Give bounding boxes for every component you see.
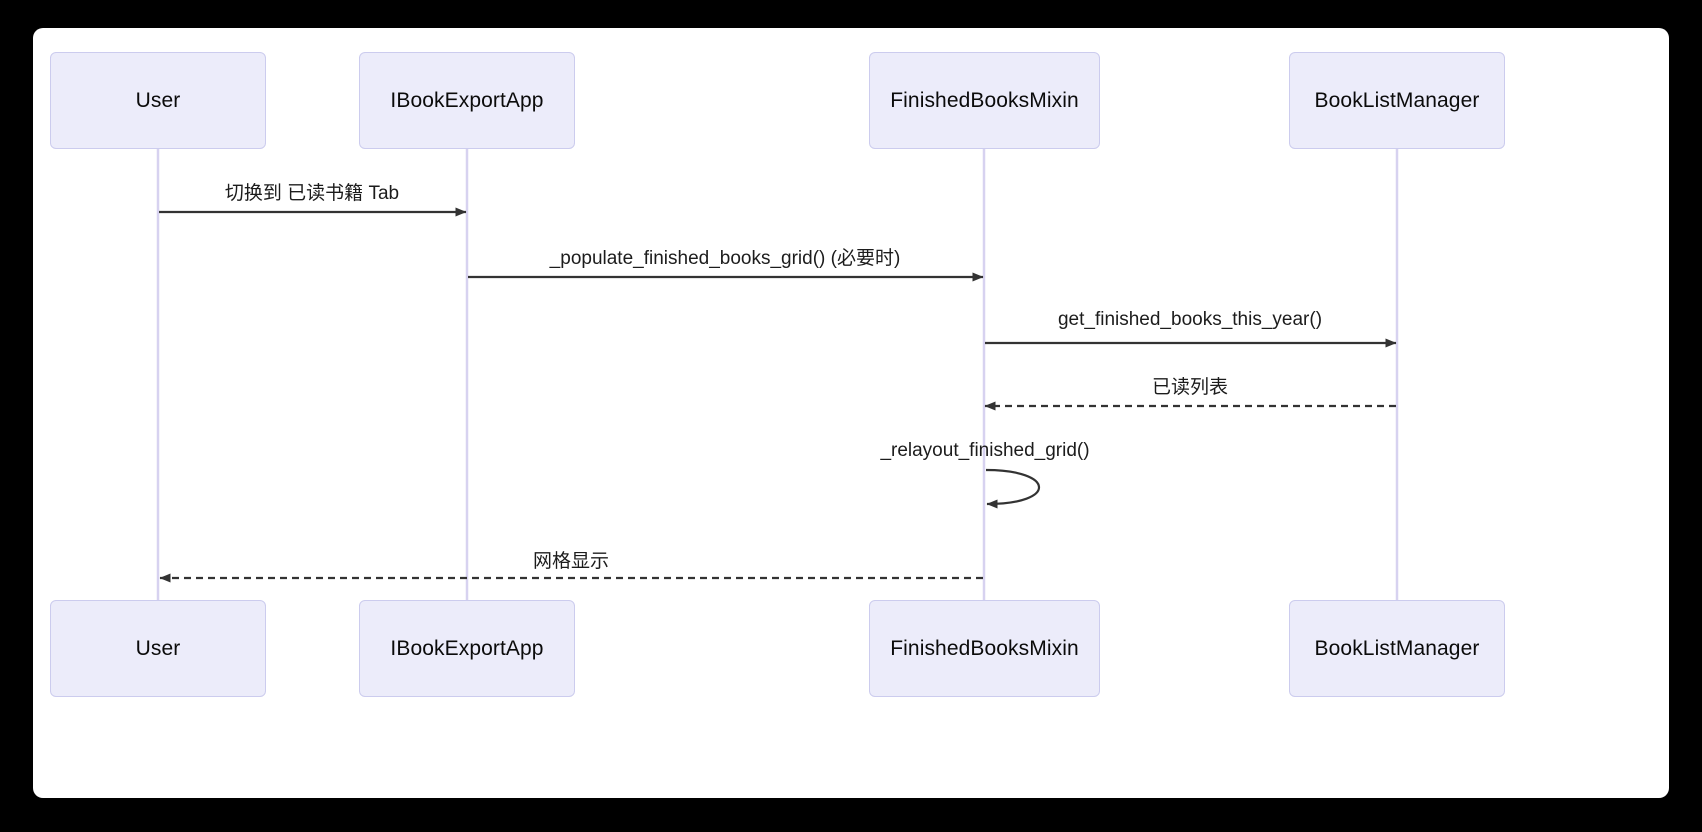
message-label-m4: 已读列表: [1151, 377, 1229, 398]
participant-label-finishedbooksmixin-top: FinishedBooksMixin: [890, 88, 1079, 112]
participant-label-user-bottom: User: [135, 636, 181, 660]
participant-label-booklistmanager-top: BookListManager: [1314, 88, 1480, 112]
message-label-m6: 网格显示: [532, 551, 610, 572]
participant-box-user-bottom[interactable]: User: [50, 600, 266, 697]
message-label-m5: _relayout_finished_grid(): [880, 440, 1090, 461]
participant-label-finishedbooksmixin-bottom: FinishedBooksMixin: [890, 636, 1079, 660]
lifelines: [156, 149, 1399, 600]
message-label-m2: _populate_finished_books_grid() (必要时): [549, 248, 901, 269]
participant-box-ibookexportapp-top[interactable]: IBookExportApp: [359, 52, 575, 149]
message-arrows: [159, 207, 1397, 583]
message-arrow-m5-self-loop: [985, 468, 1041, 509]
participant-label-user-top: User: [135, 88, 181, 112]
participant-box-ibookexportapp-bottom[interactable]: IBookExportApp: [359, 600, 575, 697]
participant-box-finishedbooksmixin-bottom[interactable]: FinishedBooksMixin: [869, 600, 1100, 697]
message-label-m1: 切换到 已读书籍 Tab: [224, 183, 400, 204]
participant-box-booklistmanager-bottom[interactable]: BookListManager: [1289, 600, 1505, 697]
participant-label-ibookexportapp-top: IBookExportApp: [390, 88, 544, 112]
participant-box-user-top[interactable]: User: [50, 52, 266, 149]
participant-label-ibookexportapp-bottom: IBookExportApp: [390, 636, 544, 660]
participant-label-booklistmanager-bottom: BookListManager: [1314, 636, 1480, 660]
participant-box-finishedbooksmixin-top[interactable]: FinishedBooksMixin: [869, 52, 1100, 149]
participant-box-booklistmanager-top[interactable]: BookListManager: [1289, 52, 1505, 149]
message-label-m3: get_finished_books_this_year(): [1057, 309, 1323, 330]
